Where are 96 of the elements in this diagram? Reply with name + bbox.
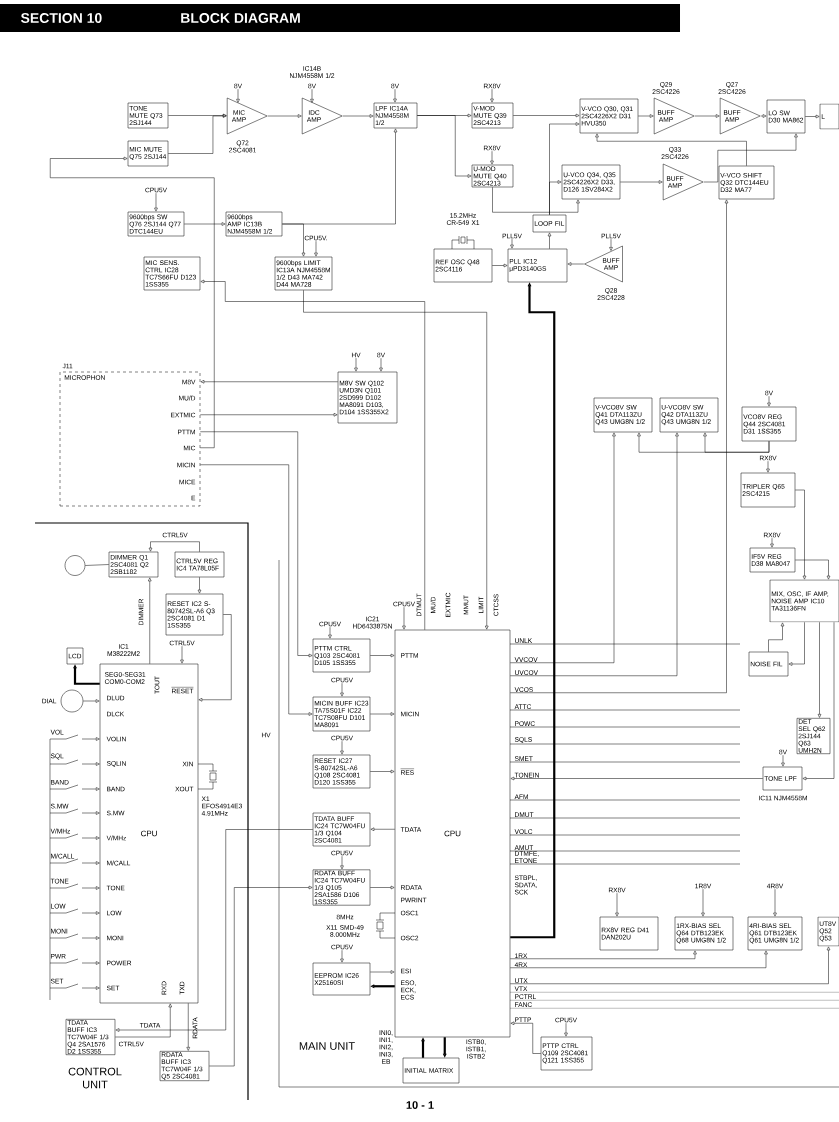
signal-arrow: [236, 88, 240, 103]
signal-arrow: [510, 199, 729, 693]
signal-arrow: [510, 776, 763, 781]
signal-arrow: [417, 115, 472, 178]
page-title: BLOCK DIAGRAM: [181, 13, 300, 23]
signal-arrow: [510, 238, 514, 249]
unit-label: MAIN UNIT: [299, 1042, 355, 1050]
signal-arrow: [340, 682, 344, 697]
signal-arrow: [370, 769, 395, 774]
signal-arrow: [490, 88, 494, 103]
signal-arrow: [267, 114, 302, 118]
signal-arrow: [694, 114, 720, 118]
signal-arrow: [492, 187, 580, 213]
signal-arrow: [510, 1021, 541, 1054]
signal-arrow: [510, 950, 697, 959]
signal-arrow: [402, 606, 406, 630]
unit-label: CONTROL UNIT: [68, 1067, 122, 1089]
signal-arrow: [795, 489, 807, 580]
signal-arrow: [766, 460, 770, 473]
signal-arrow: [760, 114, 767, 118]
signal-arrow: [549, 180, 562, 215]
signal-arrow: [148, 577, 152, 664]
signal-arrow: [703, 432, 770, 453]
signal-arrow: [168, 114, 227, 154]
signal-arrow: [342, 114, 374, 118]
signal-arrow: [490, 150, 494, 165]
signal-arrow: [379, 357, 383, 372]
signal-arrow: [781, 754, 785, 767]
section-number: SECTION 10: [20, 13, 102, 23]
signal-arrow: [50, 156, 215, 448]
signal-arrow: [314, 240, 318, 257]
signal-arrow: [510, 432, 616, 663]
signal-arrow: [115, 1003, 172, 1038]
signal-arrow: [701, 888, 705, 917]
signal-arrow: [768, 622, 785, 652]
signal-arrow: [370, 827, 395, 831]
signal-arrow: [310, 88, 314, 103]
signal-arrow: [564, 1022, 568, 1037]
signal-arrow: [303, 290, 489, 630]
signal-arrow: [638, 114, 654, 118]
signal-arrow: [510, 946, 831, 984]
signal-arrow: [595, 133, 747, 166]
signal-arrow: [328, 626, 332, 639]
signal-arrow: [805, 114, 820, 119]
signal-arrow: [209, 885, 313, 1067]
signal-arrow: [609, 238, 613, 251]
signal-arrow: [198, 614, 232, 702]
signal-arrow: [200, 279, 425, 630]
signal-arrow: [370, 885, 395, 890]
signal-arrow: [510, 950, 768, 968]
bus-arrow: [443, 1037, 447, 1058]
signal-arrow: [200, 464, 313, 716]
signal-arrow: [510, 432, 679, 676]
bus-arrow: [510, 282, 556, 939]
signal-arrow: [186, 1003, 190, 1051]
signal-arrow: [620, 180, 663, 184]
bus-arrow: [421, 1038, 425, 1058]
signal-arrow: [802, 622, 835, 781]
signal-arrow: [567, 262, 585, 266]
signal-arrow: [770, 537, 774, 548]
signal-arrow: [547, 232, 552, 249]
signal-arrow: [180, 645, 184, 664]
signal-arrow: [340, 949, 344, 963]
signal-arrow: [817, 622, 822, 718]
bus-arrow: [370, 984, 395, 988]
signal-arrow: [370, 712, 395, 716]
bus-arrow: [73, 665, 100, 685]
signal-arrow: [340, 740, 344, 755]
signal-arrow: [492, 263, 508, 268]
signal-arrow: [767, 395, 771, 407]
signal-arrow: [773, 888, 777, 917]
signal-arrow: [340, 855, 344, 870]
signal-arrow: [513, 113, 580, 118]
dial-knob: [60, 689, 84, 713]
signal-arrow: [370, 970, 395, 974]
signal-arrow: [282, 128, 398, 225]
signal-arrow: [83, 699, 100, 703]
signal-arrow: [154, 192, 158, 212]
page-number: 10 - 1: [406, 1101, 434, 1109]
signal-line: [85, 564, 109, 566]
signal-arrow: [615, 892, 619, 917]
signal-arrow: [200, 413, 338, 417]
signal-arrow: [200, 431, 313, 658]
signal-arrow: [795, 559, 831, 580]
signal-arrow: [115, 829, 313, 1032]
signal-arrow: [184, 222, 226, 226]
signal-arrow: [197, 577, 202, 594]
signal-arrow: [200, 380, 338, 384]
signal-arrow: [393, 88, 397, 103]
signal-arrow: [168, 113, 227, 118]
signal-arrow: [788, 622, 805, 666]
lamp-symbol: [64, 555, 86, 576]
signal-arrow: [703, 133, 798, 183]
signal-arrow: [354, 357, 358, 372]
signal-arrow: [148, 541, 200, 552]
signal-arrow: [370, 653, 395, 658]
